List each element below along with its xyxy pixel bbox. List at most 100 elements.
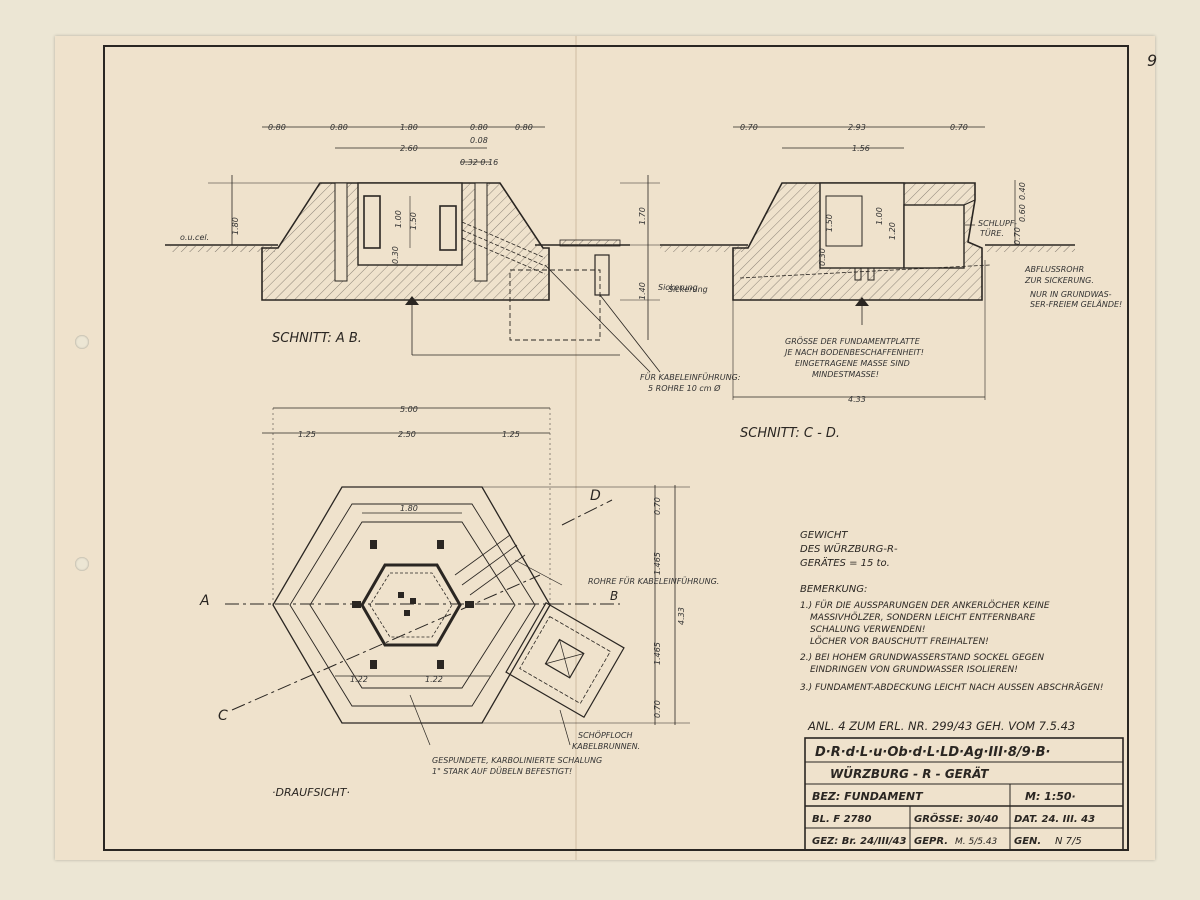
drawing-frame	[103, 45, 1129, 851]
dim-070-left: 0.70	[740, 123, 758, 132]
cable-note-line: 5 ROHRE 10 cm Ø	[648, 383, 721, 393]
remark-1-line: MASSIVHÖLZER, SONDERN LEICHT ENTFERNBARE	[810, 612, 1036, 623]
dim-032-016: 0.32 0.16	[460, 158, 498, 167]
label-rohre: ROHRE FÜR KABELEINFÜHRUNG.	[588, 576, 719, 586]
dim-100: 1.00	[394, 210, 403, 228]
dim-433: 4.33	[677, 607, 686, 625]
dim-080: 0.80	[470, 123, 488, 132]
cable-well	[505, 602, 625, 718]
remark-2-line: EINDRINGEN VON GRUNDWASSER ISOLIEREN!	[810, 665, 1018, 675]
section-label-a: A	[199, 593, 210, 609]
dim-030: 0.30	[818, 248, 827, 266]
anchor-hole	[363, 195, 381, 249]
dim-1465-top: 1.465	[653, 552, 662, 575]
fold-crease	[575, 36, 577, 860]
checked-signature: M. 5/5.43	[955, 837, 998, 847]
axis-marker	[405, 296, 419, 305]
sheet-number: BL. F 2780	[812, 814, 871, 825]
drawn-by: GEZ: Br. 24/III/43	[812, 836, 907, 847]
dim-125-left: 1.25	[298, 430, 316, 439]
label-abfluss-line: NUR IN GRUNDWAS-	[1030, 290, 1112, 299]
approved-signature: N 7/5	[1055, 836, 1082, 847]
dim-100: 1.00	[875, 207, 884, 225]
plate-note-line: EINGETRAGENE MASSE SIND	[795, 359, 910, 368]
anchor-mark	[437, 660, 444, 669]
dim-122-left: 1.22	[350, 675, 368, 684]
anchor-slot	[474, 182, 488, 282]
dim-156: 1.56	[852, 144, 870, 153]
dim-040: 0.40	[1018, 182, 1027, 200]
label-schalung-line: GESPUNDETE, KARBOLINIERTE SCHALUNG	[432, 756, 602, 765]
axis-marker	[855, 297, 869, 306]
label-schalung-line: 1" STARK AUF DÜBELN BEFESTIGT!	[432, 766, 572, 776]
label-schoepf-line: SCHÖPFLOCH	[578, 730, 633, 740]
page-number: 9	[1147, 51, 1157, 70]
cable-pipe	[594, 254, 610, 296]
section-cd-title: SCHNITT: C - D.	[740, 426, 840, 441]
dim-125-right: 1.25	[502, 430, 520, 439]
section-label-d: D	[590, 488, 601, 504]
dim-150: 1.50	[825, 214, 834, 232]
anchor-hole	[825, 195, 863, 247]
device-name: WÜRZBURG - R - GERÄT	[830, 766, 989, 781]
label-abfluss-line: ZUR SICKERUNG.	[1024, 276, 1094, 285]
checked-label: GEPR.	[914, 836, 948, 847]
remark-3: 3.) FUNDAMENT-ABDECKUNG LEICHT NACH AUSS…	[800, 682, 1104, 693]
weight-line: GEWICHT	[800, 530, 848, 541]
label-abfluss-line: ABFLUSSROHR	[1024, 265, 1084, 274]
plan-title: ·DRAUFSICHT·	[272, 786, 350, 799]
hatch-door-space	[903, 204, 965, 269]
label-schlupf-line: SCHLUPF-	[978, 219, 1017, 228]
dim-060: 0.60	[1018, 204, 1027, 222]
annex-reference: ANL. 4 ZUM ERL. NR. 299/43 GEH. VOM 7.5.…	[807, 719, 1075, 733]
label-abfluss-line: SER-FREIEM GELÄNDE!	[1030, 299, 1122, 309]
punch-hole	[75, 557, 89, 571]
title-block	[804, 737, 1124, 851]
anchor-mark	[437, 540, 444, 549]
dim-260: 2.60	[400, 144, 418, 153]
date: DAT. 24. III. 43	[1014, 814, 1095, 825]
anchor-mark	[370, 660, 377, 669]
label-sickerung: Sickerung	[658, 283, 698, 292]
section-label-b: B	[610, 589, 618, 603]
label-schlupf-line: TÜRE.	[980, 228, 1004, 238]
ground-hatch	[170, 246, 275, 252]
label-oil: o.u.cel.	[180, 233, 209, 242]
scale: M: 1:50·	[1025, 790, 1076, 803]
office-code: D·R·d·L·u·Ob·d·L·LD·Ag·III·8/9·B·	[815, 745, 1051, 760]
dim-140: 1.40	[638, 282, 647, 300]
dim-030: 0.30	[391, 246, 400, 264]
dim-170: 1.70	[638, 207, 647, 225]
remark-1-line: LÖCHER VOR BAUSCHUTT FREIHALTEN!	[810, 636, 989, 647]
dim-293: 2.93	[848, 123, 866, 132]
dim-080: 0.80	[515, 123, 533, 132]
section-line-cd-lower	[231, 574, 541, 711]
dim-250: 2.50	[398, 430, 416, 439]
section-ab-title: SCHNITT: A B.	[272, 331, 362, 346]
remark-1-line: 1.) FÜR DIE AUSSPARUNGEN DER ANKERLÖCHER…	[800, 600, 1050, 611]
dim-433: 4.33	[848, 395, 866, 404]
dim-500: 5.00	[400, 405, 418, 414]
paper-size: GRÖSSE: 30/40	[914, 811, 998, 825]
remark-title: BEMERKUNG:	[800, 584, 867, 595]
drawing-sheet	[55, 36, 1155, 860]
dim-008: 0.08	[470, 136, 488, 145]
plan-view	[225, 407, 690, 746]
remark-1-line: SCHALUNG VERWENDEN!	[810, 625, 925, 635]
dim-122-right: 1.22	[425, 675, 443, 684]
section-label-c: C	[218, 708, 228, 724]
cable-well-outline	[509, 269, 601, 341]
dim-080: 0.80	[330, 123, 348, 132]
label-sickerung: Sickerung	[668, 285, 708, 294]
center-hexagon	[360, 563, 462, 647]
dim-070: 0.70	[1013, 227, 1022, 245]
dim-180-height: 1.80	[231, 217, 240, 235]
plate-note-line: GRÖSSE DER FUNDAMENTPLATTE	[785, 336, 921, 346]
dim-150: 1.50	[409, 212, 418, 230]
dim-120: 1.20	[888, 222, 897, 240]
section-ab	[165, 126, 661, 373]
plate-note-line: JE NACH BODENBESCHAFFENHEIT!	[783, 348, 924, 357]
weight-line: DES WÜRZBURG-R-	[800, 542, 898, 555]
dim-080: 0.80	[268, 123, 286, 132]
